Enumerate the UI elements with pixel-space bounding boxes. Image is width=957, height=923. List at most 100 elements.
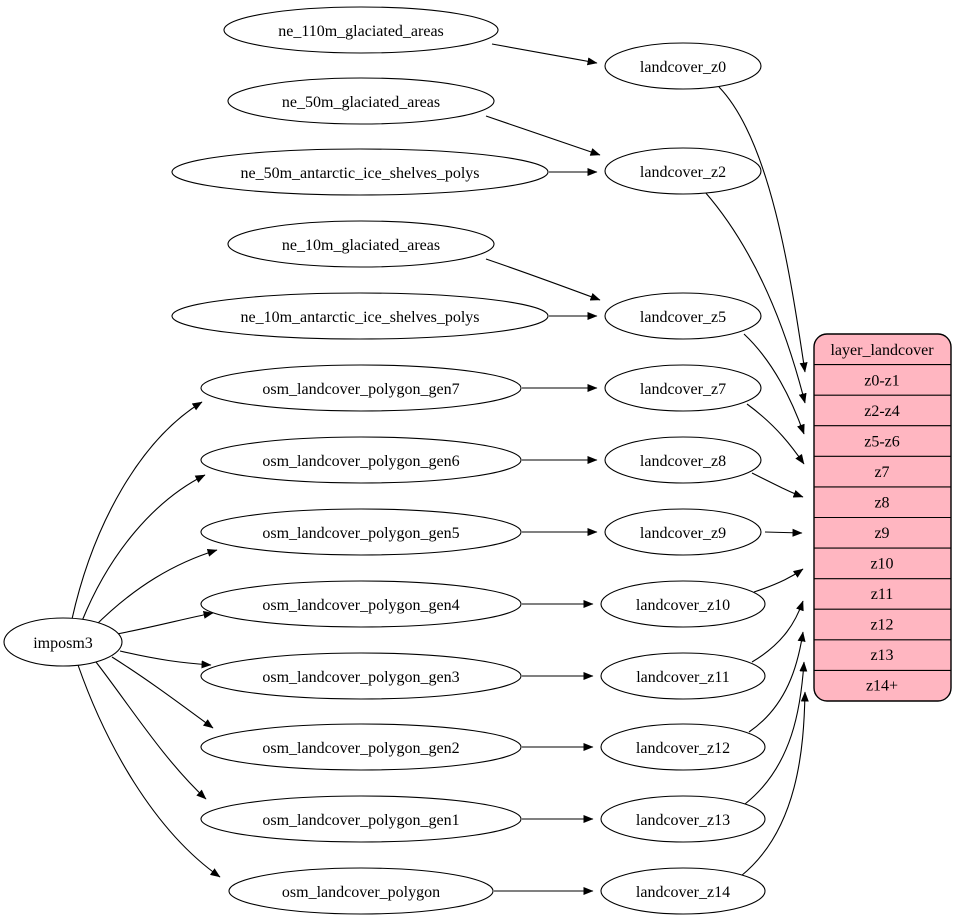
edge-landcover_z9-to-row-z9 [764, 528, 803, 537]
node-ellipse [600, 795, 766, 843]
node-label: landcover_z5 [640, 309, 726, 326]
node-ne_10m_glaciated_areas: ne_10m_glaciated_areas [227, 220, 495, 268]
edge-landcover_z7-to-row-z7 [746, 403, 805, 465]
edge-landcover_z11-to-row-z11 [751, 600, 804, 663]
edge-imposm3-to-osm_landcover_polygon_gen7 [71, 401, 203, 620]
edge-landcover_z2-to-row-z2-z4 [704, 191, 807, 404]
node-ellipse [600, 867, 766, 915]
node-label: osm_landcover_polygon_gen4 [262, 597, 459, 614]
node-landcover_z2: landcover_z2 [604, 147, 762, 195]
table-cell-z13: z13 [870, 647, 893, 664]
node-ellipse [200, 580, 522, 628]
node-label: landcover_z10 [636, 597, 730, 614]
table-cell-z0-z1: z0-z1 [864, 373, 900, 390]
node-landcover_z8: landcover_z8 [604, 436, 762, 484]
node-ellipse [604, 147, 762, 195]
node-ellipse [604, 508, 762, 556]
node-landcover_z5: landcover_z5 [604, 292, 762, 340]
node-osm_landcover_polygon_gen3: osm_landcover_polygon_gen3 [200, 652, 522, 700]
edge-imposm3-to-osm_landcover_polygon_gen5 [93, 548, 218, 628]
node-ellipse [600, 652, 766, 700]
node-label: landcover_z14 [636, 884, 730, 901]
node-ellipse [600, 580, 766, 628]
edge-imposm3-to-osm_landcover_polygon_gen6 [81, 474, 206, 622]
table-cell-z9: z9 [874, 525, 889, 542]
node-label: ne_110m_glaciated_areas [278, 23, 444, 40]
node-ellipse [223, 6, 499, 54]
node-label: osm_landcover_polygon [282, 884, 440, 901]
node-label: osm_landcover_polygon_gen5 [262, 525, 459, 542]
edge-imposm3-to-osm_landcover_polygon_gen1 [95, 661, 207, 800]
node-landcover_z10: landcover_z10 [600, 580, 766, 628]
node-landcover_z7: landcover_z7 [604, 364, 762, 412]
node-label: ne_10m_glaciated_areas [282, 237, 440, 254]
node-label: ne_10m_antarctic_ice_shelves_polys [240, 309, 479, 326]
edge-ne_110m_glaciated_areas-to-landcover_z0 [491, 43, 598, 66]
node-landcover_z11: landcover_z11 [600, 652, 766, 700]
node-ellipse [200, 723, 522, 771]
node-ne_10m_antarctic_ice_shelves_polys: ne_10m_antarctic_ice_shelves_polys [171, 292, 549, 340]
node-ellipse [200, 436, 522, 484]
edge-imposm3-to-osm_landcover_polygon_gen4 [116, 610, 214, 635]
edge-ne_10m_glaciated_areas-to-landcover_z5 [485, 258, 601, 301]
node-ellipse [171, 148, 549, 196]
node-ne_50m_antarctic_ice_shelves_polys: ne_50m_antarctic_ice_shelves_polys [171, 148, 549, 196]
node-osm_landcover_polygon_gen4: osm_landcover_polygon_gen4 [200, 580, 522, 628]
table-cell-z2-z4: z2-z4 [864, 403, 900, 420]
edge-landcover_z5-to-row-z5-z6 [743, 333, 805, 435]
edge-layer [71, 43, 809, 895]
node-ellipse [171, 292, 549, 340]
node-label: ne_50m_antarctic_ice_shelves_polys [240, 165, 479, 182]
node-label: landcover_z11 [636, 669, 730, 686]
node-label: landcover_z13 [636, 812, 730, 829]
node-ellipse [600, 723, 766, 771]
node-ellipse [200, 652, 522, 700]
table-cell-z8: z8 [874, 495, 889, 512]
node-osm_landcover_polygon: osm_landcover_polygon [228, 867, 494, 915]
node-label: ne_50m_glaciated_areas [282, 94, 440, 111]
node-label: landcover_z12 [636, 740, 730, 757]
node-osm_landcover_polygon_gen5: osm_landcover_polygon_gen5 [200, 508, 522, 556]
node-ellipse [200, 364, 522, 412]
table-cell-z11: z11 [871, 586, 894, 603]
edge-landcover_z0-to-row-z0-z1 [718, 86, 808, 373]
node-landcover_z0: landcover_z0 [604, 42, 762, 90]
node-imposm3: imposm3 [3, 617, 123, 667]
node-ellipse [3, 617, 123, 667]
node-landcover_z13: landcover_z13 [600, 795, 766, 843]
edge-imposm3-to-osm_landcover_polygon_gen3 [119, 650, 212, 669]
layer-landcover-table: layer_landcover z0-z1 z2-z4 z5-z6 z7 z8 … [813, 333, 952, 702]
table-cell-z14plus: z14+ [866, 678, 898, 695]
node-osm_landcover_polygon_gen7: osm_landcover_polygon_gen7 [200, 364, 522, 412]
node-osm_landcover_polygon_gen1: osm_landcover_polygon_gen1 [200, 795, 522, 843]
node-label: landcover_z8 [640, 453, 726, 470]
node-landcover_z14: landcover_z14 [600, 867, 766, 915]
node-label: osm_landcover_polygon_gen7 [262, 381, 459, 398]
node-ne_50m_glaciated_areas: ne_50m_glaciated_areas [227, 77, 495, 125]
edge-landcover_z14-to-row-z14plus [740, 691, 809, 877]
edge-landcover_z10-to-row-z10 [753, 568, 804, 593]
node-ellipse [604, 42, 762, 90]
node-ellipse [200, 508, 522, 556]
edge-landcover_z8-to-row-z8 [751, 472, 804, 498]
node-osm_landcover_polygon_gen2: osm_landcover_polygon_gen2 [200, 723, 522, 771]
node-label: osm_landcover_polygon_gen2 [262, 740, 459, 757]
node-label: landcover_z2 [640, 164, 726, 181]
node-ellipse [604, 364, 762, 412]
node-label: landcover_z9 [640, 525, 726, 542]
node-label: osm_landcover_polygon_gen1 [262, 812, 459, 829]
table-cell-z5-z6: z5-z6 [864, 434, 900, 451]
table-cell-z7: z7 [874, 464, 889, 481]
node-ellipse [228, 867, 494, 915]
node-ne_110m_glaciated_areas: ne_110m_glaciated_areas [223, 6, 499, 54]
edge-ne_50m_glaciated_areas-to-landcover_z2 [485, 115, 601, 156]
node-ellipse [604, 436, 762, 484]
edge-landcover_z12-to-row-z12 [748, 631, 806, 733]
node-landcover_z12: landcover_z12 [600, 723, 766, 771]
edge-imposm3-to-osm_landcover_polygon [77, 664, 221, 878]
table-title: layer_landcover [830, 342, 934, 359]
table-cell-z12: z12 [870, 617, 893, 634]
table-cell-z10: z10 [870, 556, 893, 573]
node-ellipse [200, 795, 522, 843]
